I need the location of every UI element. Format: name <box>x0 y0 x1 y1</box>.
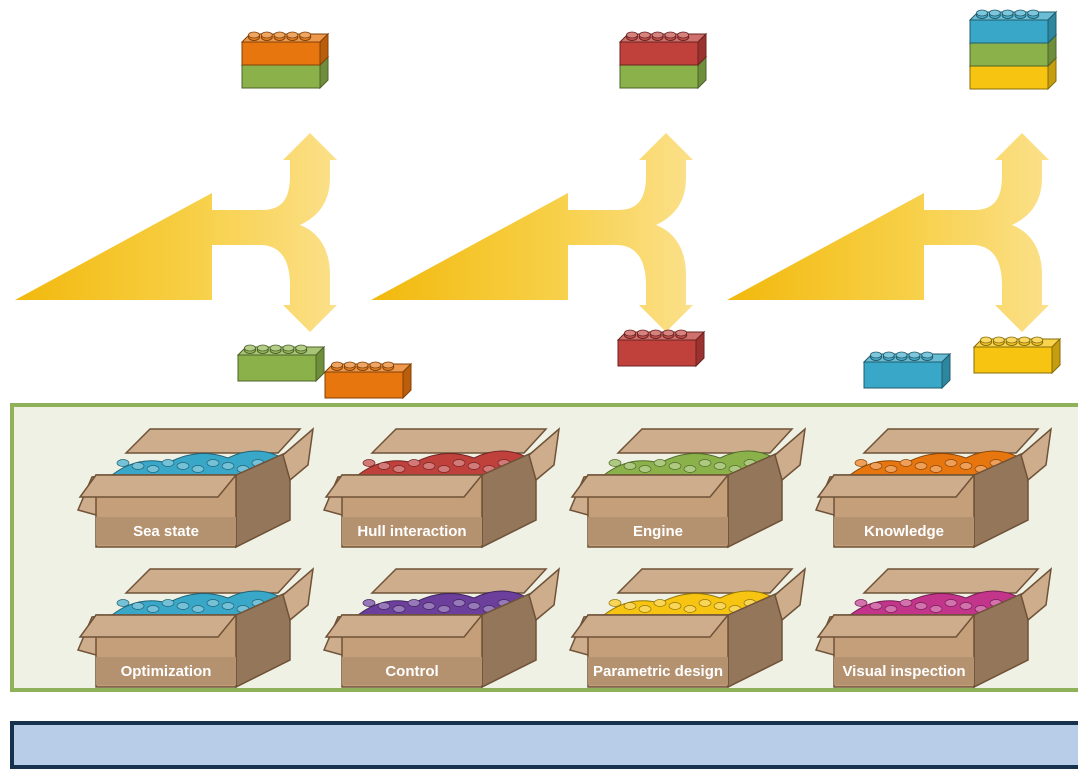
box-label: Control <box>385 663 438 680</box>
split-arrow-1 <box>15 133 337 332</box>
output-stack-2 <box>620 32 706 88</box>
input-brick-red <box>618 330 704 366</box>
box-label: Engine <box>633 523 683 540</box>
box-label: Hull interaction <box>357 523 466 540</box>
split-arrow-2 <box>371 133 693 332</box>
stack-brick-blue <box>970 10 1056 43</box>
output-brick-stacks <box>242 10 1056 89</box>
input-brick-yellow <box>974 337 1060 373</box>
stack-brick-red <box>620 32 706 65</box>
box-label: Sea state <box>133 523 199 540</box>
split-arrows <box>15 133 1049 332</box>
input-brick-blue <box>864 352 950 388</box>
stack-brick-orange <box>242 32 328 65</box>
box-label: Knowledge <box>864 523 944 540</box>
input-brick-orange <box>325 362 411 398</box>
input-bricks <box>238 330 1060 398</box>
base-bar <box>12 723 1078 767</box>
split-arrow-3 <box>727 133 1049 332</box>
output-stack-3 <box>970 10 1056 89</box>
box-label: Visual inspection <box>842 663 965 680</box>
box-label: Optimization <box>121 663 212 680</box>
input-brick-green <box>238 345 324 381</box>
box-label: Parametric design <box>593 663 723 680</box>
output-stack-1 <box>242 32 328 88</box>
